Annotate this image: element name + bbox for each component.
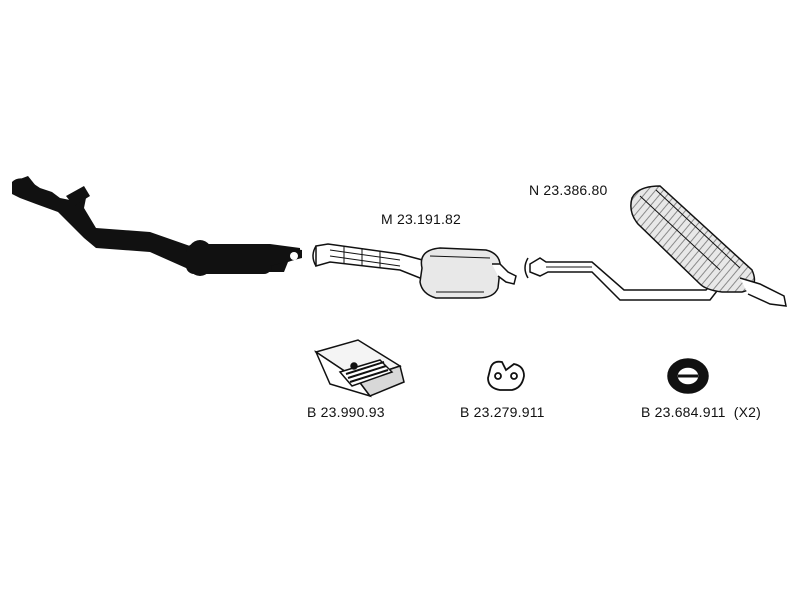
middle-silencer-code: M 23.191.82 [381,211,462,227]
mounting-kit-box-icon [314,339,405,398]
rubber-ring-icon [667,358,709,394]
rubber-ring-code: B 23.684.911 (X2) [641,404,761,420]
front-pipe-catalyst [12,176,302,276]
rubber-strip-icon [487,360,525,391]
rubber-ring-code-text: B 23.684.911 [641,404,726,420]
mounting-kit-code: B 23.990.93 [307,404,385,420]
rubber-strip-code: B 23.279.911 [460,404,545,420]
rear-silencer-drawing [524,185,787,307]
rubber-ring-quantity: (X2) [733,404,762,420]
rear-silencer-code: N 23.386.80 [529,182,608,198]
middle-silencer-drawing [312,243,517,299]
